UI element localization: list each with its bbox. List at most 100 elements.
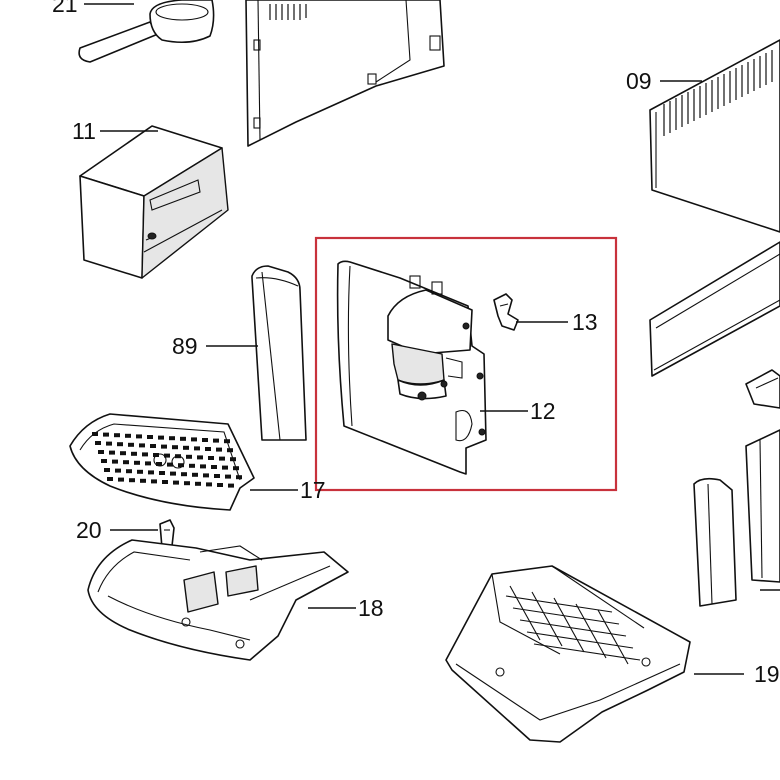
grid-hole: [137, 469, 143, 474]
grid-hole: [192, 472, 198, 477]
grid-hole: [219, 456, 225, 461]
grid-hole: [103, 432, 109, 437]
grid-hole: [213, 438, 219, 443]
base-grid-line: [597, 609, 629, 665]
grid-hole: [184, 481, 190, 486]
grid-hole: [142, 452, 148, 457]
base-grid-line: [526, 631, 634, 649]
base-grid-line: [519, 619, 627, 637]
part-rear-panel-top[interactable]: [245, 0, 445, 147]
grid-hole: [200, 464, 206, 469]
grid-hole: [233, 466, 239, 471]
part-right-tank[interactable]: [745, 429, 780, 591]
grid-hole: [180, 436, 186, 441]
grid-hole: [216, 447, 222, 452]
grid-hole: [236, 475, 242, 480]
grid-hole: [181, 472, 187, 477]
label-21: 21: [52, 0, 78, 17]
grid-hole: [161, 444, 167, 449]
part-19-base-plate[interactable]: [445, 565, 691, 743]
grid-hole: [224, 439, 230, 444]
grid-hole: [128, 442, 134, 447]
label-89: 89: [172, 333, 198, 359]
grid-hole: [172, 445, 178, 450]
grid-hole: [203, 473, 209, 478]
grid-hole: [214, 474, 220, 478]
part-12-dispenser-front[interactable]: [336, 260, 487, 475]
part-18-drip-tray[interactable]: [87, 539, 349, 661]
grid-hole: [162, 480, 168, 484]
grid-hole: [109, 450, 115, 455]
grid-hole: [211, 465, 217, 469]
part-right-cover[interactable]: [693, 477, 737, 607]
label-19: 19: [754, 661, 780, 687]
grid-hole: [136, 434, 142, 439]
grid-hole: [106, 441, 112, 446]
grid-hole: [115, 468, 121, 473]
label-18: 18: [358, 595, 384, 621]
grid-hole: [118, 477, 124, 482]
label-13: 13: [572, 309, 598, 335]
grid-hole: [191, 437, 197, 442]
base-grid-line: [553, 597, 585, 653]
grid-hole: [92, 432, 98, 436]
grid-hole: [205, 447, 211, 451]
grid-hole: [114, 433, 120, 438]
grid-hole: [123, 460, 129, 465]
grid-hole: [186, 454, 192, 459]
grid-hole: [131, 451, 137, 456]
grid-hole: [197, 455, 203, 460]
grid-hole: [169, 436, 175, 441]
grid-hole: [167, 462, 173, 467]
part-right-panel[interactable]: [649, 241, 780, 377]
grid-hole: [98, 450, 104, 454]
grid-hole: [95, 441, 101, 445]
grid-hole: [227, 448, 233, 453]
grid-hole: [126, 469, 132, 474]
grid-hole: [194, 446, 200, 451]
grid-hole: [170, 471, 176, 476]
grid-hole: [120, 451, 126, 456]
part-17-drip-grid[interactable]: [69, 413, 255, 511]
grid-hole: [159, 471, 165, 475]
grid-hole: [129, 478, 135, 483]
grid-hole: [228, 483, 234, 488]
grid-hole: [222, 465, 228, 470]
grid-hole: [178, 463, 184, 468]
base-grid-line: [509, 585, 541, 641]
grid-hole: [101, 459, 107, 463]
grid-hole: [173, 480, 179, 485]
base-grid-line: [575, 603, 607, 659]
grid-hole: [195, 481, 201, 486]
part-13-clip[interactable]: [493, 293, 519, 331]
grid-hole: [158, 435, 164, 440]
grid-hole: [148, 470, 154, 475]
highlight-frame: [314, 236, 618, 492]
grid-hole: [112, 459, 118, 464]
grid-hole: [117, 442, 123, 447]
part-89-front-cover[interactable]: [251, 265, 307, 441]
grid-hole: [140, 478, 146, 483]
base-grid-line: [505, 595, 613, 613]
part-09-side-panel[interactable]: [649, 39, 780, 233]
grid-hole: [151, 479, 157, 484]
part-11-water-tank[interactable]: [79, 125, 229, 279]
grid-hole: [107, 477, 113, 481]
grid-hole: [206, 482, 212, 487]
drip-grid-holes: [92, 432, 242, 488]
grid-hole: [150, 444, 156, 448]
grid-hole: [217, 483, 223, 487]
grid-hole: [189, 463, 195, 468]
label-11: 11: [72, 118, 96, 144]
grid-hole: [183, 445, 189, 450]
grid-hole: [125, 433, 131, 438]
grid-hole: [208, 456, 214, 460]
grid-hole: [145, 461, 151, 466]
grid-hole: [202, 438, 208, 442]
grid-hole: [104, 468, 110, 472]
part-21-scoop[interactable]: [78, 0, 215, 63]
part-right-bracket[interactable]: [745, 369, 780, 409]
base-grid-line: [512, 607, 620, 625]
label-20: 20: [76, 517, 102, 543]
